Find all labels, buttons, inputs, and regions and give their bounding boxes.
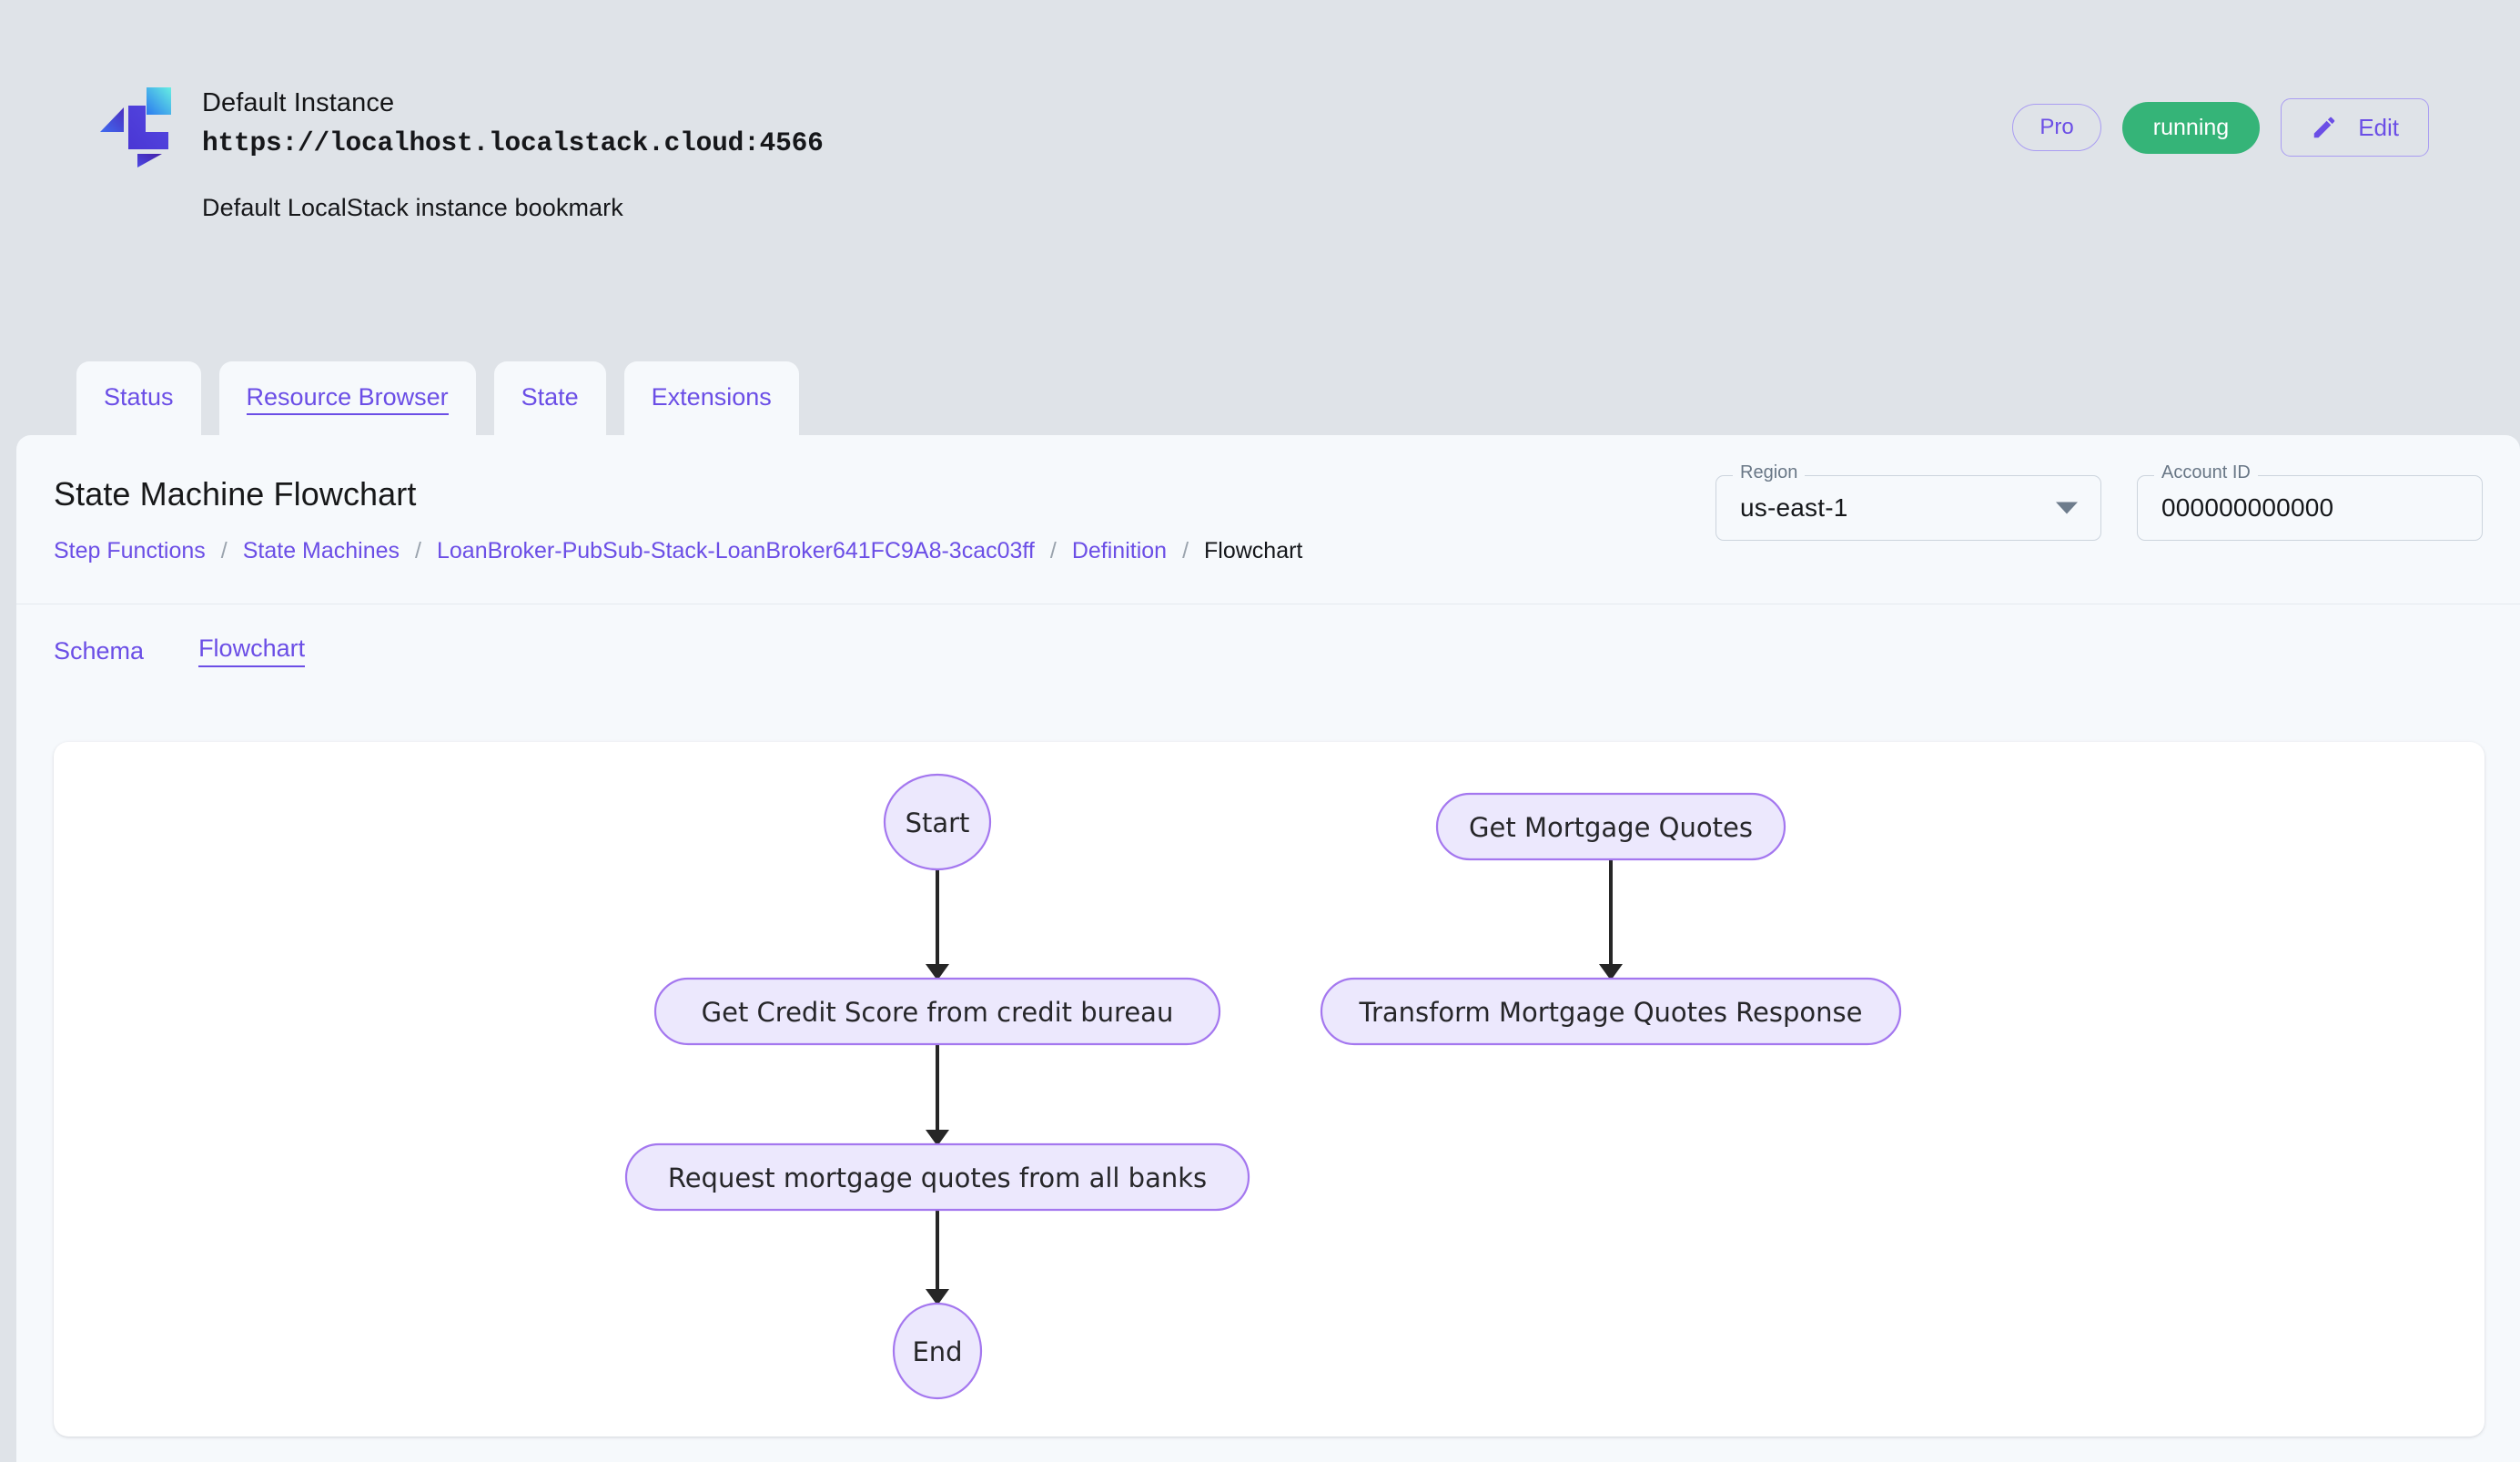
flow-edge	[926, 869, 949, 980]
node-shape-pill	[1435, 792, 1786, 861]
localstack-logo	[87, 80, 171, 168]
tab-status-label: Status	[104, 382, 174, 411]
edge-arrowhead	[1599, 964, 1623, 980]
pro-badge[interactable]: Pro	[2012, 104, 2101, 151]
breadcrumb-item-state-machines[interactable]: State Machines	[242, 538, 400, 563]
flow-edge	[926, 1044, 949, 1146]
region-select[interactable]: Region us-east-1	[1715, 463, 2101, 541]
flow-node-credit[interactable]: Get Credit Score from credit bureau	[653, 977, 1221, 1046]
node-shape-ellipse	[892, 1302, 983, 1400]
node-label: Start	[906, 807, 970, 838]
breadcrumb: Step Functions / State Machines / LoanBr…	[54, 538, 1302, 564]
scope-fields: Region us-east-1 Account ID 000000000000	[1715, 463, 2483, 541]
page-title: State Machine Flowchart	[54, 475, 417, 513]
subtab-flowchart[interactable]: Flowchart	[198, 634, 306, 668]
flow-node-start[interactable]: Start	[883, 773, 992, 871]
breadcrumb-item-flowchart: Flowchart	[1204, 538, 1303, 563]
breadcrumb-separator: /	[1182, 538, 1189, 563]
view-subtabs: Schema Flowchart	[16, 604, 2520, 695]
node-shape-pill	[653, 977, 1221, 1046]
flow-node-getquotes[interactable]: Get Mortgage Quotes	[1435, 792, 1786, 861]
instance-summary: Default Instance https://localhost.local…	[87, 80, 824, 222]
tab-status[interactable]: Status	[76, 360, 201, 435]
tab-state[interactable]: State	[493, 360, 606, 435]
instance-name: Default Instance	[202, 88, 395, 117]
panel-header: State Machine Flowchart Step Functions /…	[16, 435, 2520, 604]
main-tabs: Status Resource Browser State Extensions	[76, 360, 799, 435]
node-label: Get Credit Score from credit bureau	[702, 997, 1174, 1028]
breadcrumb-separator: /	[415, 538, 421, 563]
flow-node-request[interactable]: Request mortgage quotes from all banks	[624, 1142, 1250, 1212]
breadcrumb-separator: /	[220, 538, 228, 563]
node-shape-ellipse	[883, 773, 992, 871]
tab-resource-browser[interactable]: Resource Browser	[218, 360, 476, 435]
account-id-field[interactable]: Account ID 000000000000	[2137, 463, 2483, 541]
edge-arrowhead	[926, 1289, 949, 1305]
content-panel: State Machine Flowchart Step Functions /…	[16, 435, 2520, 1462]
flow-node-end[interactable]: End	[892, 1302, 983, 1400]
edit-button-label: Edit	[2358, 114, 2399, 141]
chevron-down-icon[interactable]	[2056, 502, 2078, 514]
breadcrumb-item-definition[interactable]: Definition	[1071, 538, 1168, 563]
node-label: Get Mortgage Quotes	[1469, 812, 1753, 843]
node-shape-pill	[624, 1142, 1250, 1212]
edge-arrowhead	[926, 964, 949, 980]
region-label: Region	[1733, 463, 1806, 482]
tab-extensions[interactable]: Extensions	[623, 360, 799, 435]
instance-description: Default LocalStack instance bookmark	[202, 193, 623, 221]
instance-endpoint: https://localhost.localstack.cloud:4566	[202, 127, 824, 159]
node-label: End	[912, 1336, 962, 1367]
status-badge[interactable]: running	[2121, 101, 2261, 154]
account-id-label: Account ID	[2154, 463, 2258, 482]
tab-extensions-label: Extensions	[651, 382, 772, 411]
region-value: us-east-1	[1740, 493, 1848, 522]
edge-arrowhead	[926, 1130, 949, 1146]
breadcrumb-separator: /	[1049, 538, 1057, 563]
node-label: Transform Mortgage Quotes Response	[1359, 997, 1863, 1028]
edit-button[interactable]: Edit	[2281, 98, 2429, 157]
instance-header: Default Instance https://localhost.local…	[0, 0, 2520, 435]
pencil-icon	[2311, 114, 2338, 141]
flow-edge	[1599, 859, 1623, 980]
header-actions: Pro running Edit	[2012, 98, 2429, 157]
node-shape-pill	[1320, 977, 1902, 1046]
flow-node-transform[interactable]: Transform Mortgage Quotes Response	[1320, 977, 1902, 1046]
flow-edge	[926, 1210, 949, 1305]
breadcrumb-item-step-functions[interactable]: Step Functions	[54, 538, 206, 563]
account-id-value: 000000000000	[2161, 493, 2334, 522]
tab-resource-browser-label: Resource Browser	[246, 382, 449, 415]
instance-text-block: Default Instance https://localhost.local…	[202, 80, 824, 222]
subtab-schema[interactable]: Schema	[54, 636, 145, 665]
node-label: Request mortgage quotes from all banks	[668, 1162, 1207, 1193]
breadcrumb-item-state-machine-name[interactable]: LoanBroker-PubSub-Stack-LoanBroker641FC9…	[437, 538, 1035, 563]
tab-state-label: State	[521, 382, 579, 411]
